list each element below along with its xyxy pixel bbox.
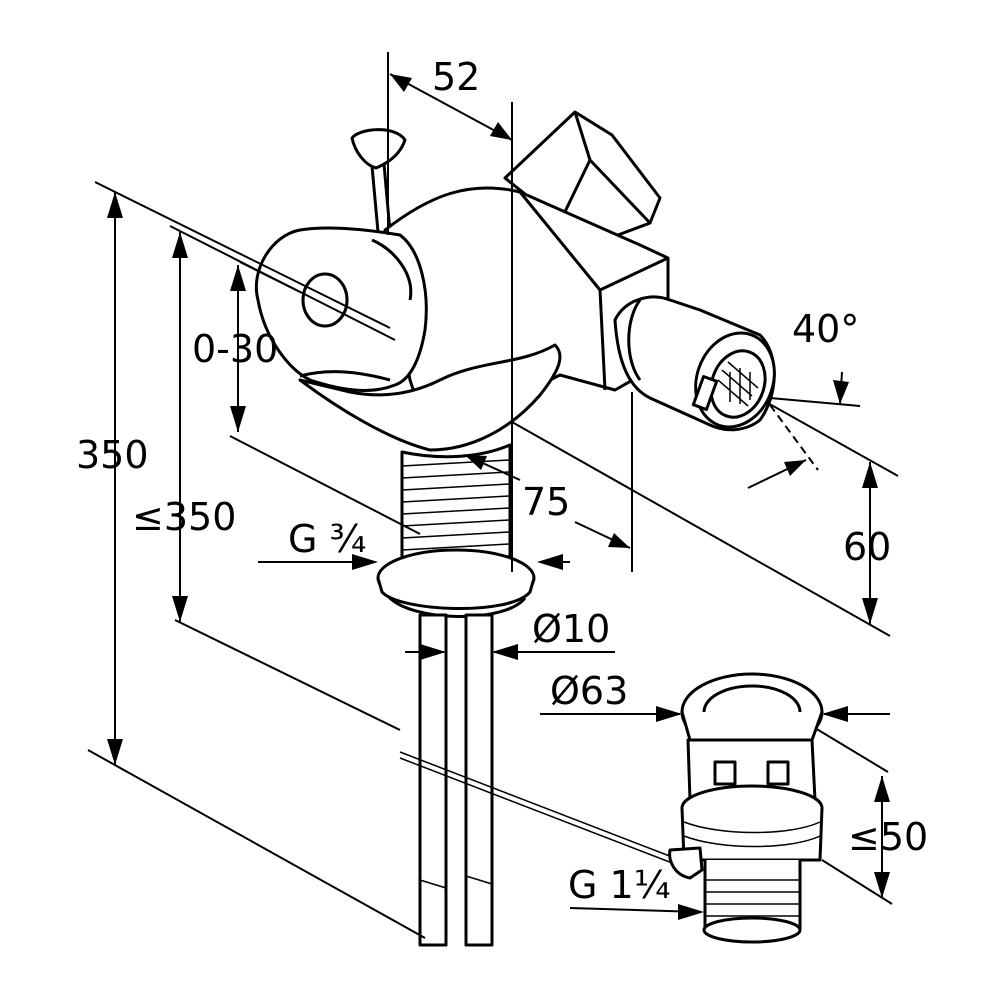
dimension-lines — [87, 52, 899, 939]
dim-350: 350 — [76, 433, 149, 477]
dimension-labels: 52 350 ≤350 0-30 40° 75 60 G ¾ Ø10 Ø63 ≤… — [76, 55, 928, 907]
dim-0-30: 0-30 — [192, 327, 278, 371]
dim-60: 60 — [843, 525, 891, 569]
dim-dia-10: Ø10 — [532, 607, 610, 651]
waste-valve — [399, 672, 824, 944]
bidet-mixer-body — [254, 110, 776, 947]
dim-g-1-1-4: G 1¼ — [568, 863, 671, 907]
dim-52: 52 — [432, 55, 480, 99]
dim-le-350: ≤350 — [132, 495, 236, 539]
dim-dia-63: Ø63 — [550, 669, 628, 713]
dim-75: 75 — [522, 480, 570, 524]
dim-le-50: ≤50 — [848, 815, 928, 859]
dim-g-3-4: G ¾ — [288, 517, 366, 561]
dim-40-deg: 40° — [792, 307, 859, 351]
